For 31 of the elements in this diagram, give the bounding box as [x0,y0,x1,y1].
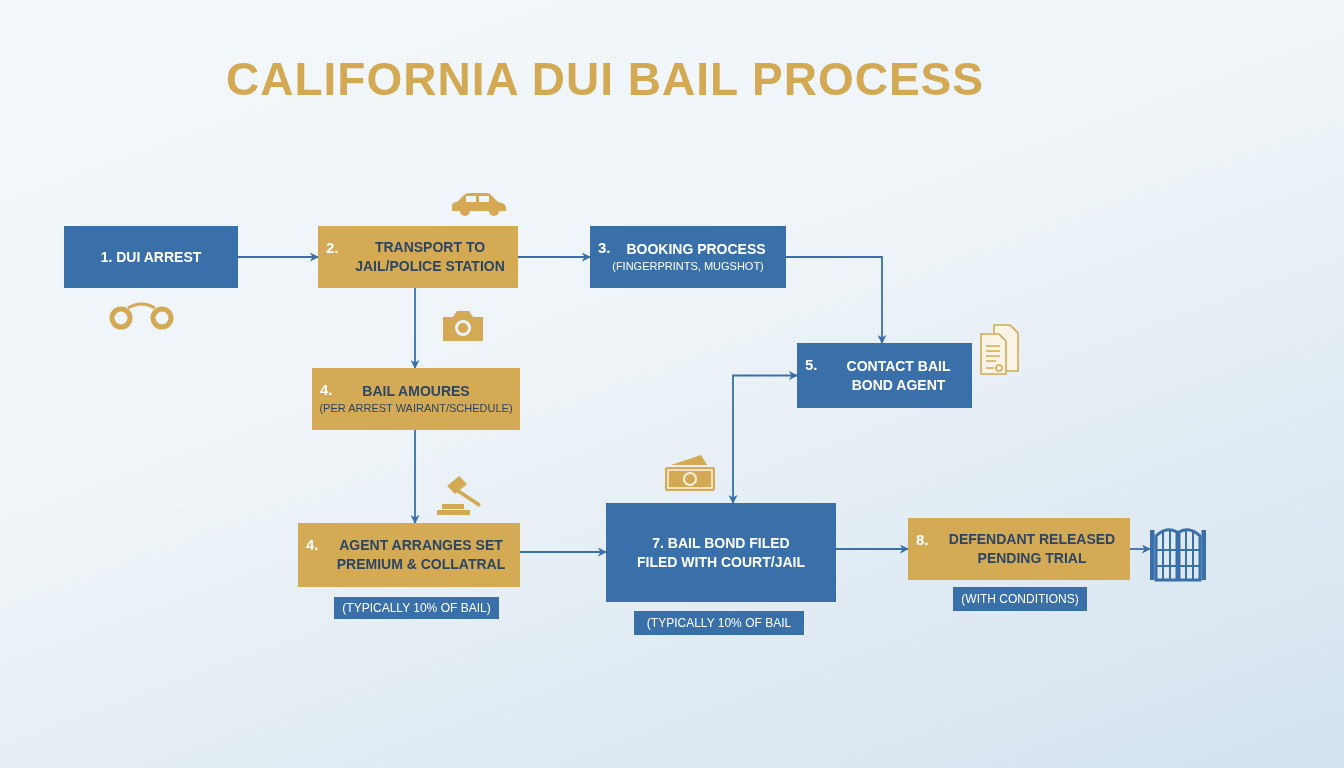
process-box [312,368,520,430]
note-tag [334,597,499,619]
process-box [797,343,972,408]
process-box [590,226,786,288]
step-number: 4. [320,380,333,400]
step-number: 8. [916,530,929,550]
step-label: AGENT ARRANGES SET PREMIUM & COLLATRAL [335,536,507,574]
note-text: (TYPICALLY 10% OF BAIL) [342,599,491,617]
step-number: 5. [805,355,818,375]
process-box [606,503,836,602]
process-box [318,226,518,288]
step-label: 1. DUI ARREST [100,247,202,267]
step-number: 2. [326,238,339,258]
step-number: 4. [306,535,319,555]
step-label: BOOKING PROCESS [626,240,766,259]
step-label: DEFENDANT RELEASED PENDING TRIAL [947,530,1117,568]
process-box [908,518,1130,580]
title: CALIFORNIA DUI BAIL PROCESS [226,52,984,106]
step-label: BAIL AMOURES [362,382,470,401]
step-detail: (FINGERPRINTS, MUGSHOT) [612,259,764,274]
step-label: 7. BAIL BOND FILED FILED WITH COURT/JAIL [636,533,806,572]
note-tag [634,611,804,635]
note-text: (WITH CONDITIONS) [961,590,1079,608]
note-text: (TYPICALLY 10% OF BAIL [646,614,792,632]
step-detail: (PER ARREST WAIRANT/SCHEDULE) [319,401,513,416]
process-box [298,523,520,587]
step-label: TRANSPORT TO JAIL/POLICE STATION [354,238,506,276]
step-number: 3. [598,238,611,258]
note-tag [953,587,1087,611]
process-box [64,226,238,288]
step-label: CONTACT BAIL BOND AGENT [845,356,952,395]
